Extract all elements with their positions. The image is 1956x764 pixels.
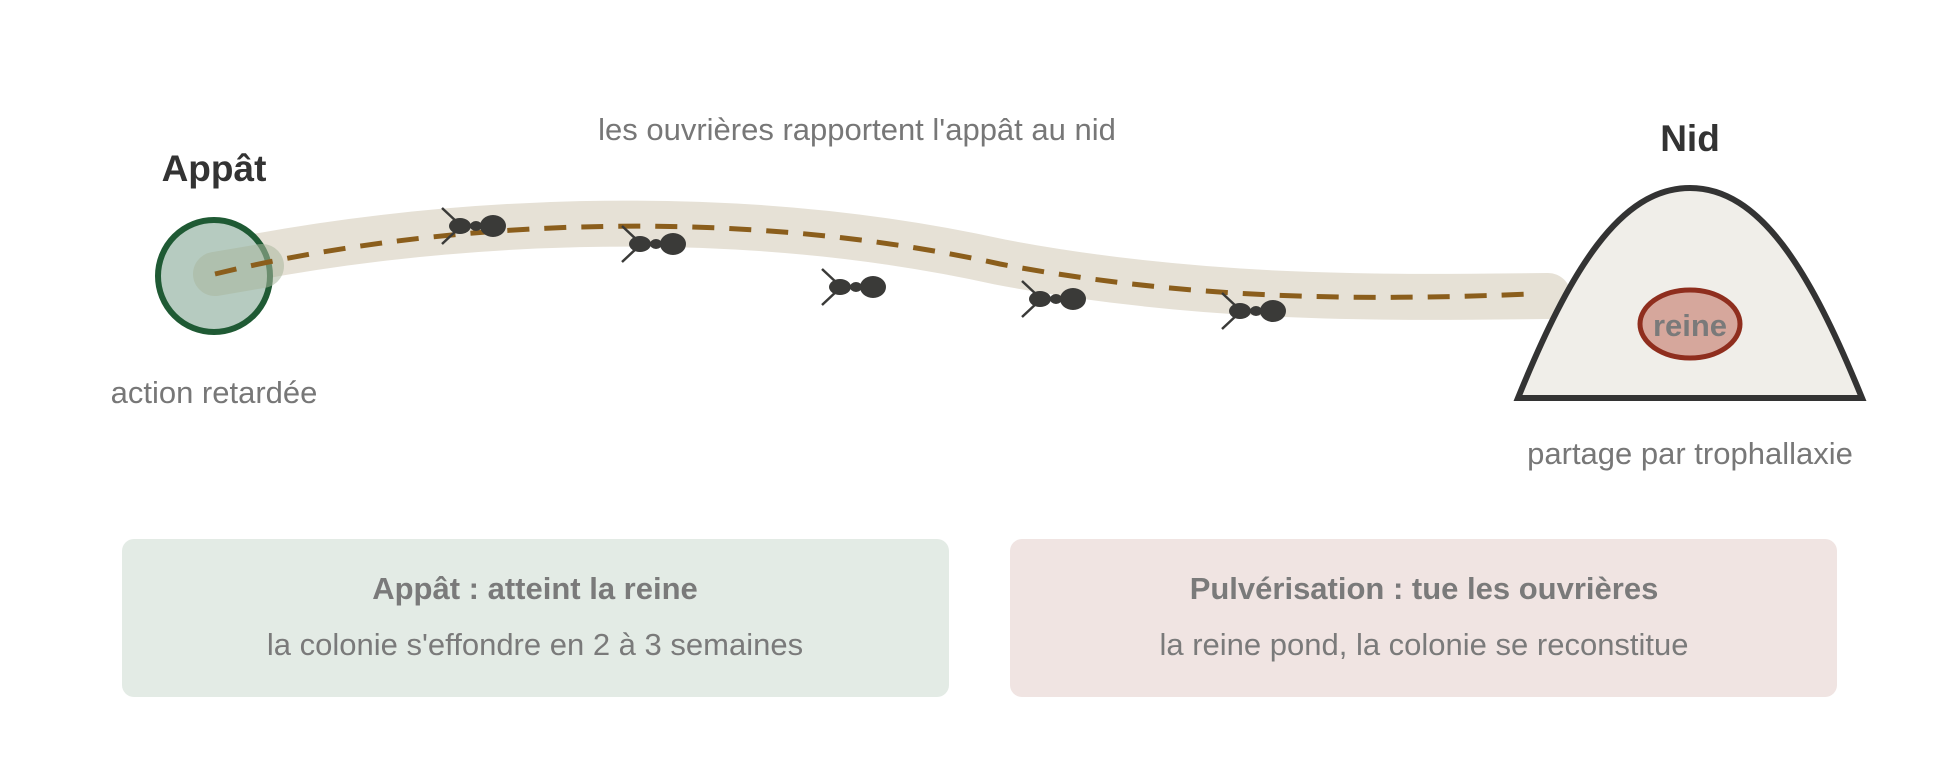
ant-icon [441, 207, 506, 245]
bait-card: Appât : atteint la reine la colonie s'ef… [122, 539, 949, 697]
spray-card-body: la reine pond, la colonie se reconstitue [1159, 627, 1688, 662]
bait-card-title: Appât : atteint la reine [372, 571, 698, 606]
queen-label: reine [1653, 308, 1727, 343]
trail-dash [214, 223, 1531, 300]
nest-title: Nid [1660, 118, 1720, 159]
ant-icon [621, 225, 686, 263]
bait-card-body: la colonie s'effondre en 2 à 3 semaines [267, 627, 803, 662]
queen-icon [1637, 287, 1743, 361]
trail-caption: les ouvrières rapportent l'appât au nid [598, 112, 1116, 147]
bait-caption: action retardée [111, 375, 318, 410]
spray-card-title: Pulvérisation : tue les ouvrières [1190, 571, 1659, 606]
bait-title: Appât [162, 148, 267, 189]
nest-caption: partage par trophallaxie [1527, 436, 1853, 471]
ant-icon [1221, 292, 1286, 330]
spray-card: Pulvérisation : tue les ouvrières la rei… [1010, 539, 1837, 697]
ant-icon [1021, 280, 1086, 318]
ant-icon [821, 268, 886, 306]
